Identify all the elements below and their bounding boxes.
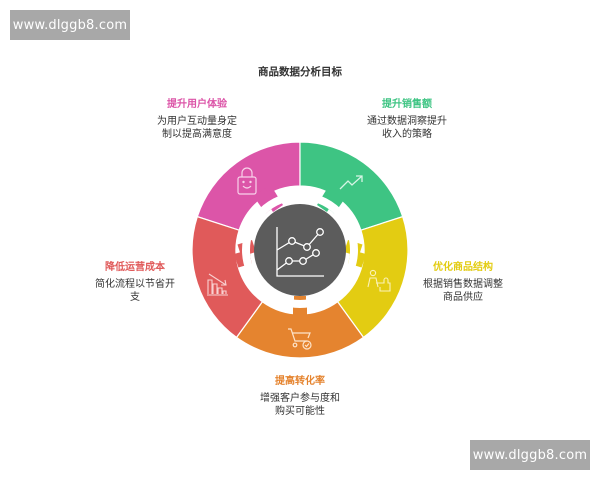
label-conversion: 提高转化率 增强客户参与度和 购买可能性 xyxy=(245,372,355,418)
person-puzzle-icon xyxy=(367,269,391,292)
line-chart-icon xyxy=(276,227,324,277)
label-desc-line2: 制以提高满意度 xyxy=(162,129,232,140)
bar-chart-down-icon xyxy=(207,273,228,296)
label-desc-line1: 增强客户参与度和 xyxy=(260,393,340,404)
trend-up-icon xyxy=(339,175,363,190)
label-sales: 提升销售额 通过数据洞察提升 收入的策略 xyxy=(352,95,462,141)
watermark-top: www.dlggb8.com xyxy=(10,10,130,40)
label-desc-line1: 简化流程以节省开 xyxy=(95,279,175,290)
label-title: 提高转化率 xyxy=(275,376,325,387)
label-desc-line2: 购买可能性 xyxy=(275,406,325,417)
label-product-structure: 优化商品结构 根据销售数据调整 商品供应 xyxy=(408,258,518,304)
shopping-bag-smile-icon xyxy=(237,167,257,195)
label-desc-line1: 为用户互动量身定 xyxy=(157,116,237,127)
label-desc-line2: 商品供应 xyxy=(443,292,483,303)
center-circle xyxy=(254,204,346,296)
label-title: 优化商品结构 xyxy=(433,262,493,273)
label-title: 降低运营成本 xyxy=(105,262,165,273)
label-user-experience: 提升用户体验 为用户互动量身定 制以提高满意度 xyxy=(142,95,252,141)
label-desc-line1: 通过数据洞察提升 xyxy=(367,116,447,127)
cart-check-icon xyxy=(288,328,312,350)
label-title: 提升销售额 xyxy=(382,99,432,110)
label-desc-line1: 根据销售数据调整 xyxy=(423,279,503,290)
label-cost: 降低运营成本 简化流程以节省开 支 xyxy=(80,258,190,304)
label-desc-line2: 支 xyxy=(130,292,140,303)
label-desc-line2: 收入的策略 xyxy=(382,129,432,140)
watermark-bottom: www.dlggb8.com xyxy=(470,440,590,470)
diagram-title: 商品数据分析目标 xyxy=(258,66,342,78)
label-title: 提升用户体验 xyxy=(167,99,227,110)
